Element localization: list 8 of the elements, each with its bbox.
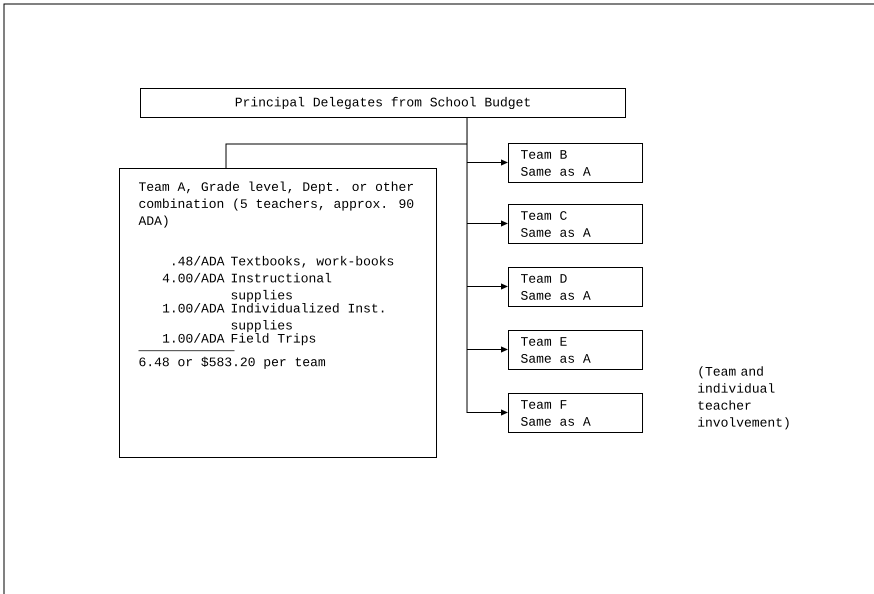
team-box: Team B Same as A bbox=[508, 143, 643, 183]
team-box: Team F Same as A bbox=[508, 393, 643, 433]
team-box: Team E Same as A bbox=[508, 330, 643, 370]
team-box: Team A, Grade level, Dept. or other combination (5 teachers, approx. 90 ADA) .48/ADA Textbooks, work-books 4.00/ADA Instructional supplies 1.00/ADA Individualized Inst. supplies 1.00/ADA Field Trips 6.48 or $583.20 per team bbox=[119, 168, 437, 458]
team-box: Team C Same as A bbox=[508, 204, 643, 244]
team-box: Team D Same as A bbox=[508, 267, 643, 307]
note: (Team and individual teacher involvement) bbox=[698, 366, 789, 430]
budget-box: Principal Delegates from School Budget bbox=[140, 88, 626, 118]
